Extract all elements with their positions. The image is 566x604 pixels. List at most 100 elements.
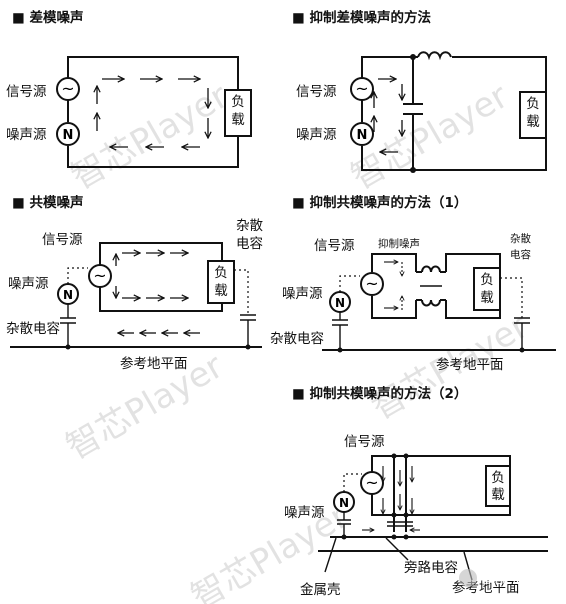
noise-n-icon: N [335, 296, 345, 310]
junction-dot [403, 453, 409, 459]
junction-dot-bottom [410, 167, 416, 173]
brand-logo-icon [459, 569, 477, 587]
bypass-cap-label: 旁路电容 [404, 559, 458, 576]
flow-arrows [384, 262, 402, 310]
bypass-capacitor [387, 521, 413, 527]
panel-common-suppress-1: ■ 抑制共模噪声的方法（1） 信号源 抑制噪声 噪声源 杂散 电容 杂散电容 参… [270, 194, 556, 373]
sine-icon: ~ [93, 266, 106, 285]
load-label-2: 载 [526, 114, 540, 130]
panel-diff-suppress: ■ 抑制差模噪声的方法 信号源 噪声源 ~ N 负 载 [292, 9, 547, 173]
flow-arrows [116, 253, 200, 333]
stray-cap-left: 杂散电容 [270, 330, 324, 347]
load-label-1: 负 [491, 470, 505, 486]
noise-source-symbol: N [56, 122, 80, 146]
stray-coupling-right [500, 277, 523, 318]
noise-source-label: 噪声源 [282, 286, 323, 302]
stray-capacitor-left [332, 312, 348, 350]
noise-source-symbol: N [333, 491, 355, 513]
panel-title: ■ 差模噪声 [12, 9, 83, 26]
signal-source-label: 信号源 [314, 238, 355, 254]
noise-coupling-line [343, 473, 362, 492]
signal-source-circle [360, 272, 384, 296]
sine-icon: ~ [365, 473, 378, 492]
bypass-leader [385, 537, 409, 561]
load-label-1: 负 [214, 265, 228, 281]
signal-source-symbol: ~ [360, 272, 384, 296]
load-box [485, 465, 511, 507]
stray-cap-right-2: 电容 [510, 248, 531, 261]
junction-dot [403, 512, 409, 518]
load-label-1: 负 [526, 96, 540, 112]
noise-source-symbol: N [57, 283, 79, 305]
case-dot [391, 534, 397, 540]
circuit-loop-right [361, 56, 547, 171]
metal-case-label: 金属壳 [300, 582, 341, 598]
signal-source-label: 信号源 [344, 434, 385, 450]
panel-common-suppress-2: ■ 抑制共模噪声的方法（2） 信号源 噪声源 金属壳 旁路电容 参考地平面 ~ … [284, 385, 548, 598]
noise-source-label: 噪声源 [6, 127, 47, 143]
sine-icon: ~ [355, 79, 368, 98]
signal-source-label: 信号源 [42, 232, 83, 248]
signal-source-circle [360, 471, 384, 495]
signal-source-symbol: ~ [56, 77, 80, 101]
noise-n-icon: N [339, 496, 349, 510]
top-wire-left [361, 56, 418, 78]
brand-text: 智芯Player [480, 571, 545, 586]
panel-title: ■ 共模噪声 [12, 194, 83, 211]
noise-source-circle [56, 122, 80, 146]
ground-dot-left [65, 344, 71, 350]
signal-source-symbol: ~ [350, 77, 374, 101]
panel-title: ■ 抑制共模噪声的方法（1） [292, 194, 467, 211]
noise-n-icon: N [63, 288, 73, 302]
signal-source-symbol: ~ [88, 264, 112, 288]
choke-label: 抑制噪声 [378, 237, 420, 250]
signal-source-label: 信号源 [6, 84, 47, 100]
case-dot [403, 534, 409, 540]
stray-cap-right-1: 杂散 [510, 232, 531, 245]
noise-source-circle [350, 122, 374, 146]
stray-cap-right-2: 电容 [236, 235, 263, 252]
bypass-cap-wires [393, 456, 407, 532]
choke-coil-top [421, 265, 441, 273]
signal-source-label: 信号源 [296, 84, 337, 100]
signal-source-circle [56, 77, 80, 101]
ground-plane-label: 参考地平面 [436, 356, 504, 373]
signal-source-circle [88, 264, 112, 288]
junction-dot [391, 512, 397, 518]
choke-coil-bottom [421, 299, 441, 307]
load-box [473, 267, 501, 311]
stray-capacitor-right [240, 314, 256, 347]
noise-capacitor [337, 512, 351, 537]
noise-source-label: 噪声源 [296, 127, 337, 143]
panel-title: ■ 抑制共模噪声的方法（2） [292, 385, 467, 402]
noise-n-icon: N [63, 128, 74, 143]
junction-dot-top [410, 54, 416, 60]
ground-dot-right [519, 347, 525, 353]
load-label-2: 载 [480, 290, 494, 306]
noise-source-symbol: N [350, 122, 374, 146]
noise-n-icon: N [357, 128, 368, 143]
load-label-1: 负 [480, 272, 494, 288]
ground-plane-label: 参考地平面 [120, 355, 188, 372]
load-label-2: 载 [491, 487, 505, 503]
signal-source-symbol: ~ [360, 471, 384, 495]
watermark-1: 智芯Player [65, 76, 236, 198]
flow-arrows [97, 79, 208, 147]
load-label-2: 载 [231, 112, 245, 128]
stray-capacitor-right [514, 317, 530, 350]
ground-dot-left [337, 347, 343, 353]
panel-common-noise: ■ 共模噪声 信号源 噪声源 杂散 电容 杂散电容 参考地平面 ~ N 负 载 [6, 194, 263, 372]
noise-source-symbol: N [329, 291, 351, 313]
load-label-2: 载 [214, 283, 228, 299]
stray-capacitor-left [60, 304, 76, 347]
signal-source-circle [350, 77, 374, 101]
case-dot [341, 534, 347, 540]
inductor-coil [417, 51, 452, 61]
load-label-1: 负 [231, 94, 245, 110]
panel-title: ■ 抑制差模噪声的方法 [292, 9, 431, 26]
choke-leads [416, 271, 446, 301]
flow-arrows [374, 79, 402, 152]
load-box [207, 260, 235, 304]
